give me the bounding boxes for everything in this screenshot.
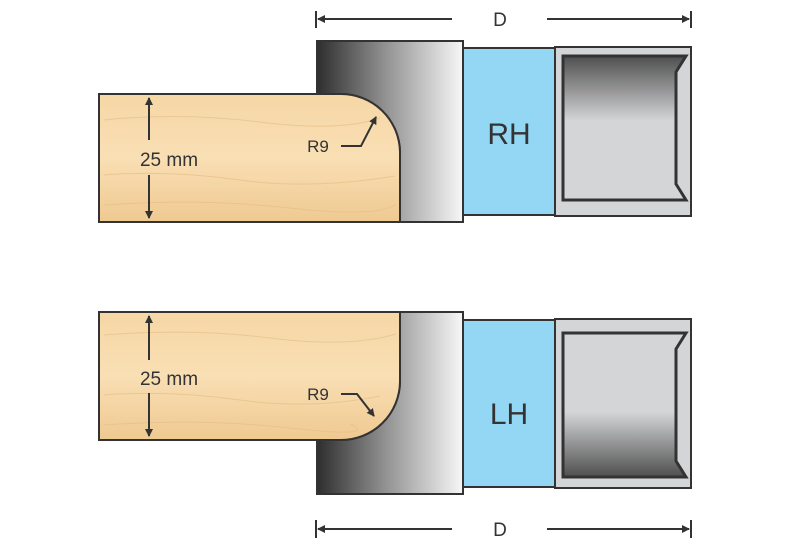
dimension-label: D <box>493 520 507 541</box>
wood-workpiece <box>98 311 401 441</box>
panel-rh: D RH 25 mm R9 <box>98 10 692 223</box>
shank <box>554 46 692 217</box>
hand-label: RH <box>487 118 530 151</box>
dimension-label: D <box>493 10 507 31</box>
bearing <box>462 319 556 488</box>
bearing <box>462 47 556 216</box>
thickness-dimension: 25 mm <box>140 97 198 219</box>
radius-label: R9 <box>307 385 329 404</box>
radius-arrow <box>341 393 375 417</box>
thickness-dimension: 25 mm <box>140 315 198 437</box>
hand-label: LH <box>490 398 528 431</box>
dimension-d-bottom: D <box>315 520 692 541</box>
panel-lh: LH 25 mm R9 D <box>98 311 692 541</box>
radius-callout: R9 <box>307 385 375 417</box>
thickness-label: 25 mm <box>140 369 198 390</box>
dimension-d-top: D <box>315 10 692 31</box>
radius-label: R9 <box>307 137 329 156</box>
radius-callout: R9 <box>307 116 377 156</box>
thickness-label: 25 mm <box>140 150 198 171</box>
shank <box>554 318 692 489</box>
radius-arrow <box>341 116 377 147</box>
wood-grain <box>103 331 397 433</box>
